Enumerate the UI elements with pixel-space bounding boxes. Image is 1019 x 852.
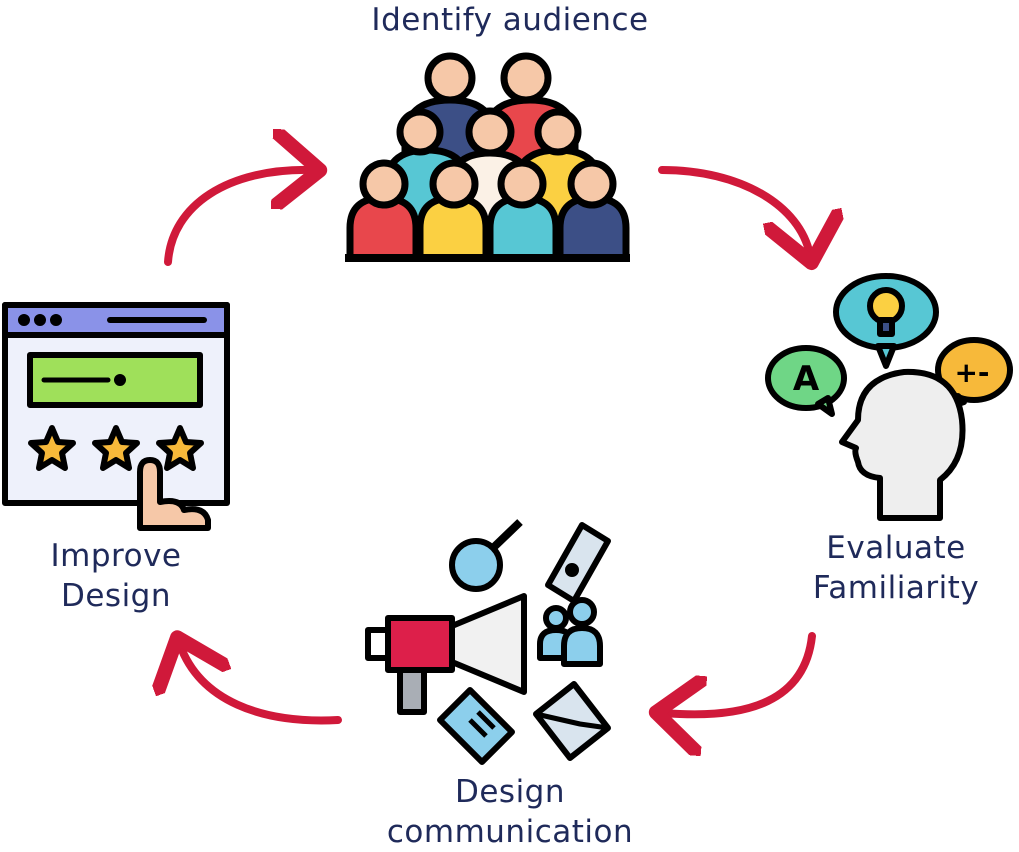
step-label-identify-audience: Identify audience [371,2,649,38]
svg-text:A: A [793,359,820,399]
arrow-bottom-left [180,645,342,725]
arrow-top-left [164,170,312,266]
svg-text:+-: +- [954,356,989,389]
megaphone-marketing-icon [365,519,611,765]
arrow-bottom-right [664,632,816,714]
audience-group-icon [345,52,630,262]
step-label-evaluate-familiarity: Evaluate Familiarity [812,530,980,606]
arrow-top-right [658,166,810,255]
thinking-head-icon: A +- [765,273,1013,521]
step-label-improve-design: Improve Design [50,538,182,614]
rating-webpage-icon [2,302,230,531]
step-label-design-communication: Design communication [386,774,634,850]
